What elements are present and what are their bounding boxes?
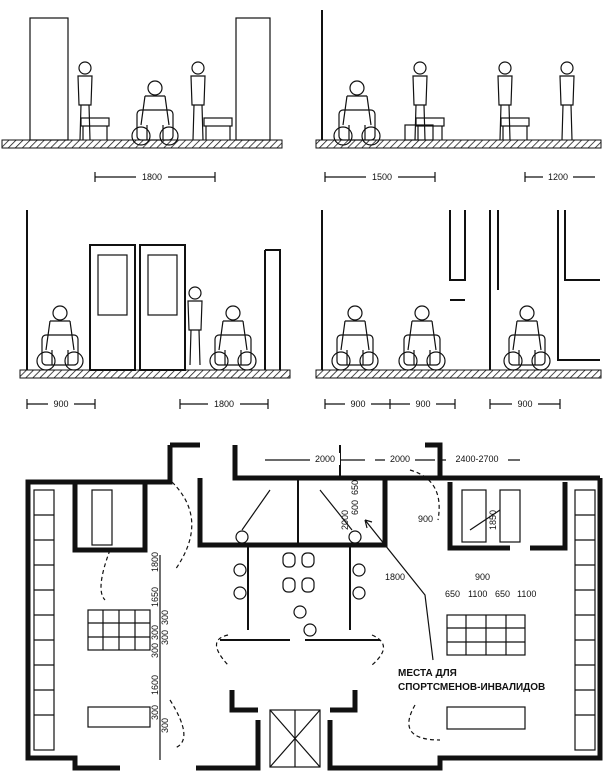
elevation-2: 1500 1200 bbox=[315, 10, 602, 183]
dimension-label: 1100 bbox=[468, 589, 487, 599]
wheelchair-user-figure bbox=[131, 80, 179, 146]
standing-person-figure bbox=[559, 61, 575, 141]
elevation-1: 1800 bbox=[1, 17, 283, 183]
person-figure bbox=[412, 61, 428, 141]
floor bbox=[315, 369, 602, 379]
plan-dimensions: 2000 2000 2400-2700 2000 600 650 1850 90… bbox=[150, 453, 545, 760]
locker bbox=[235, 17, 271, 141]
dimension-label: 900 bbox=[418, 514, 433, 524]
dimension-label: 900 bbox=[53, 399, 68, 409]
caption-line-2: СПОРТСМЕНОВ-ИНВАЛИДОВ bbox=[398, 682, 545, 693]
dimension-label: 300 bbox=[160, 718, 170, 733]
dimension-label: 900 bbox=[475, 572, 490, 582]
toilet-fixtures bbox=[233, 530, 366, 637]
person-figure bbox=[497, 61, 513, 141]
wheelchair-user-figure bbox=[331, 305, 379, 371]
dimension-label: 1800 bbox=[142, 172, 162, 182]
dimension-label: 2000 bbox=[390, 454, 410, 464]
door bbox=[89, 244, 136, 371]
caption-line-1: МЕСТА ДЛЯ bbox=[398, 668, 457, 679]
bench-group bbox=[87, 706, 151, 728]
standing-person-figure bbox=[187, 286, 203, 366]
dimension-label: 2400-2700 bbox=[455, 454, 498, 464]
dimension-label: 1800 bbox=[150, 552, 160, 572]
dimension-label: 300 bbox=[150, 705, 160, 720]
dimension-label: 1800 bbox=[214, 399, 234, 409]
wheelchair-user-figure bbox=[36, 305, 84, 371]
step bbox=[404, 124, 434, 141]
bench bbox=[203, 117, 233, 141]
bench bbox=[415, 117, 445, 141]
floor bbox=[1, 139, 283, 149]
dimension-label: 1200 bbox=[548, 172, 568, 182]
bench bbox=[500, 117, 530, 141]
person-figure bbox=[190, 61, 206, 141]
dimension-label: 650 bbox=[445, 589, 460, 599]
wheelchair-user-figure bbox=[503, 305, 551, 371]
dimension-label: 900 bbox=[415, 399, 430, 409]
dimension-label: 2000 bbox=[315, 454, 335, 464]
wheelchair-user-figure bbox=[333, 80, 381, 146]
dimension-label: 900 bbox=[517, 399, 532, 409]
elevation-3: 900 1800 bbox=[19, 210, 291, 410]
bench-group bbox=[446, 706, 526, 730]
dimension-label: 1500 bbox=[372, 172, 392, 182]
dimension-label: 300 bbox=[150, 625, 160, 640]
locker bbox=[29, 17, 69, 141]
dimension-label: 300 bbox=[160, 610, 170, 625]
bench bbox=[80, 117, 110, 141]
elevation-4: 900 900 900 bbox=[315, 210, 602, 410]
dimension-label: 1600 bbox=[150, 675, 160, 695]
dimension-label: 1800 bbox=[385, 572, 405, 582]
dimension-label: 600 bbox=[350, 500, 360, 515]
door bbox=[139, 244, 186, 371]
locker-row bbox=[33, 489, 55, 751]
dimension-label: 1100 bbox=[517, 589, 536, 599]
dimension-label: 300 bbox=[150, 643, 160, 658]
dimension-label: 2000 bbox=[340, 510, 350, 530]
person-figure bbox=[77, 61, 93, 141]
floor-plan bbox=[25, 442, 603, 771]
pointer-arrow bbox=[364, 509, 501, 661]
dimension-label: 650 bbox=[495, 589, 510, 599]
dimension-label: 1850 bbox=[488, 510, 498, 530]
floor bbox=[315, 139, 602, 149]
floor bbox=[19, 369, 291, 379]
wheelchair-user-figure bbox=[398, 305, 446, 371]
dimension-label: 1650 bbox=[150, 587, 160, 607]
dimension-label: 300 bbox=[160, 630, 170, 645]
dimension-label: 650 bbox=[350, 480, 360, 495]
wheelchair-user-figure bbox=[209, 305, 257, 371]
dimension-label: 900 bbox=[350, 399, 365, 409]
locker-row bbox=[574, 489, 596, 751]
